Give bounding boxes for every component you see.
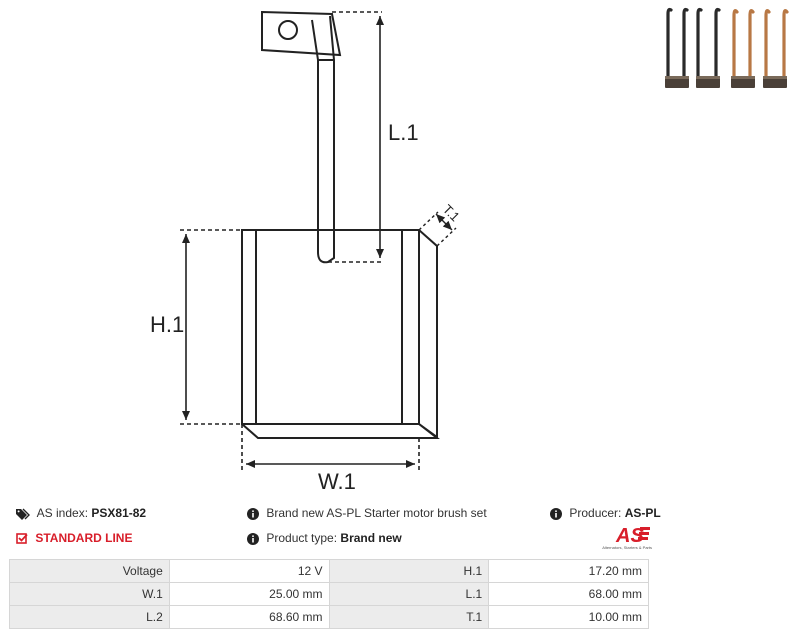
table-row: L.2 68.60 mm T.1 10.00 mm	[9, 605, 649, 629]
table-row: Voltage 12 V H.1 17.20 mm	[9, 559, 649, 583]
brush-body	[241, 229, 420, 425]
spec-label: W.1	[9, 582, 170, 606]
as-index-label: AS index:	[36, 506, 89, 520]
info-icon	[247, 507, 259, 520]
checkbox-icon	[16, 533, 28, 544]
spec-label: L.2	[9, 605, 170, 629]
as-pl-logo: AS	[586, 522, 650, 552]
spec-label: H.1	[328, 559, 490, 583]
producer-label: Producer:	[569, 506, 622, 520]
info-icon	[247, 532, 259, 545]
label-l1: L.1	[388, 120, 419, 145]
spec-label: L.1	[328, 582, 490, 606]
terminal-hole	[278, 20, 298, 40]
label-h1: H.1	[150, 312, 184, 337]
product-type: Product type: Brand new	[247, 531, 402, 545]
spec-value: 10.00 mm	[488, 605, 649, 629]
spec-table: Voltage 12 V H.1 17.20 mm W.1 25.00 mm L…	[9, 559, 649, 629]
brush-side	[418, 229, 438, 439]
as-index: AS index: PSX81-82	[16, 506, 146, 520]
description: Brand new AS-PL Starter motor brush set	[247, 506, 487, 520]
spec-value: 17.20 mm	[488, 559, 649, 583]
spec-label: T.1	[328, 605, 490, 629]
spec-value: 25.00 mm	[168, 582, 330, 606]
standard-line-label: STANDARD LINE	[35, 531, 133, 545]
table-row: W.1 25.00 mm L.1 68.00 mm	[9, 582, 649, 606]
info-icon	[550, 507, 562, 520]
tags-icon	[16, 508, 30, 520]
brush-diagram: L.1 H.1 W.1 T.1	[150, 10, 463, 494]
as-index-value: PSX81-82	[91, 506, 147, 520]
lead-wire	[311, 15, 335, 264]
description-text: Brand new AS-PL Starter motor brush set	[266, 506, 487, 520]
product-type-value: Brand new	[340, 531, 402, 545]
label-w1: W.1	[318, 469, 356, 494]
spec-value: 12 V	[168, 559, 330, 583]
product-type-label: Product type:	[266, 531, 338, 545]
spec-value: 68.00 mm	[488, 582, 649, 606]
standard-line: STANDARD LINE	[16, 531, 132, 545]
terminal-tab	[261, 10, 342, 57]
brush-bottom	[241, 423, 440, 439]
spec-value: 68.60 mm	[168, 605, 330, 629]
technical-drawing: L.1 H.1 W.1 T.1	[150, 10, 463, 494]
logo-mark: AS	[615, 525, 650, 547]
brush-set-image	[665, 7, 789, 88]
spec-label: Voltage	[9, 559, 170, 583]
logo-tagline: Alternators, Starters & Parts	[602, 545, 652, 550]
producer-value: AS-PL	[624, 506, 661, 520]
svg-text:AS: AS	[615, 525, 644, 547]
producer: Producer: AS-PL	[550, 506, 661, 520]
product-thumbnail[interactable]	[664, 4, 794, 90]
